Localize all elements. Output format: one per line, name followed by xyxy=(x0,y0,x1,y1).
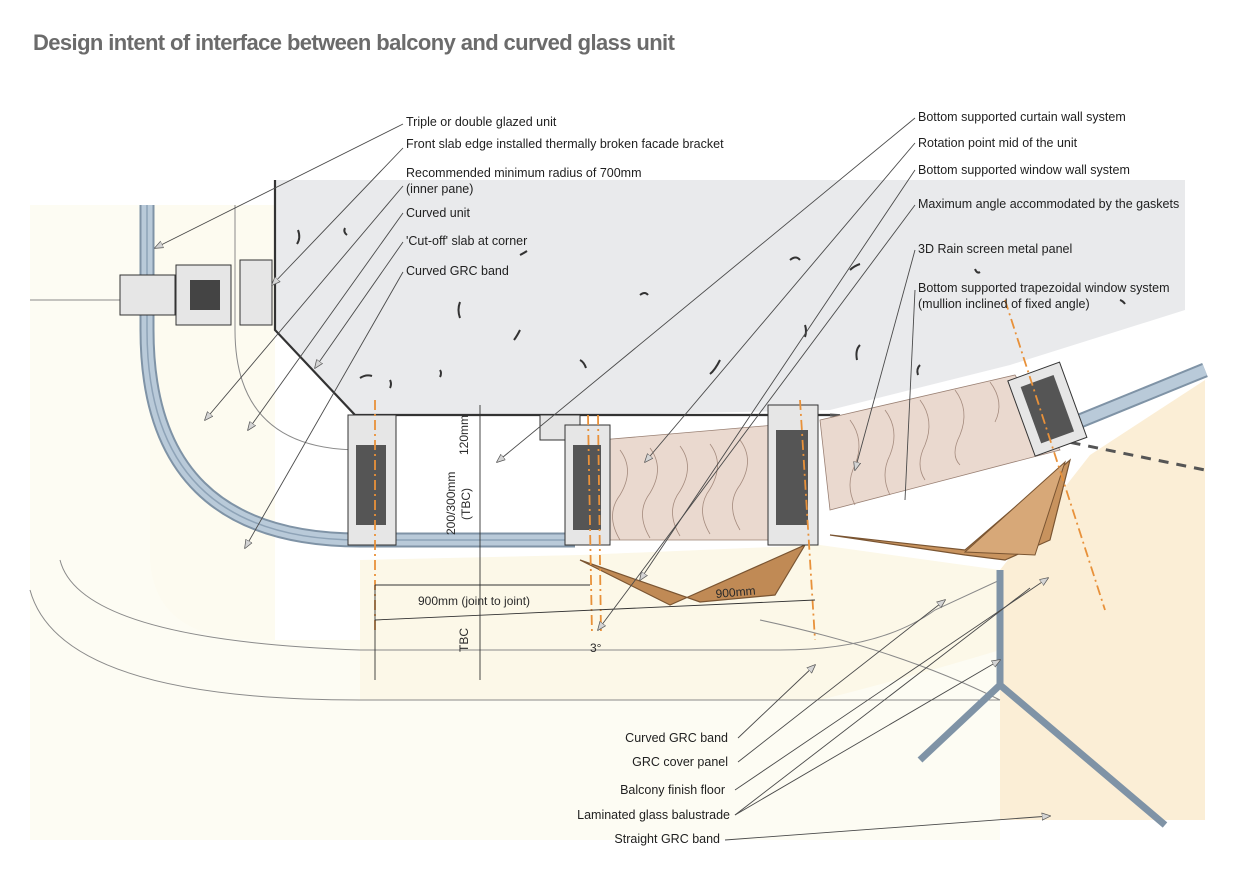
label-max-angle: Maximum angle accommodated by the gasket… xyxy=(918,197,1179,211)
bottom-annotations: Curved GRC band GRC cover panel Balcony … xyxy=(577,731,730,846)
mullion-4 xyxy=(767,404,819,546)
slab-hatching xyxy=(296,227,1126,389)
right-annotations: Bottom supported curtain wall system Rot… xyxy=(918,110,1179,311)
grc-band-lines xyxy=(29,205,1001,701)
label-grc-cover: GRC cover panel xyxy=(632,755,728,769)
curved-glass-unit xyxy=(139,205,575,548)
label-trapezoidal-note: (mullion inclined of fixed angle) xyxy=(918,297,1090,311)
dim-tbc: TBC xyxy=(457,628,471,652)
label-triple-glazed: Triple or double glazed unit xyxy=(406,115,557,129)
dim-joint-to-joint: 900mm (joint to joint) xyxy=(418,594,530,608)
label-min-radius-note: (inner pane) xyxy=(406,182,473,196)
leader-lines xyxy=(155,117,1050,841)
label-cutoff-slab: 'Cut-off' slab at corner xyxy=(406,234,527,248)
dim-3-degrees: 3° xyxy=(590,641,602,655)
right-glass-unit xyxy=(1067,363,1208,432)
mullion-3 xyxy=(539,414,611,546)
dim-900mm: 900mm xyxy=(715,584,756,601)
floor-slab xyxy=(275,180,1185,415)
dimension-labels: 120mm 200/300mm (TBC) 900mm (joint to jo… xyxy=(418,415,756,655)
label-curtain-wall: Bottom supported curtain wall system xyxy=(918,110,1126,124)
mullion-1 xyxy=(119,259,273,326)
label-straight-grc: Straight GRC band xyxy=(614,832,720,846)
label-curved-grc-band-bottom: Curved GRC band xyxy=(625,731,728,745)
dim-120mm: 120mm xyxy=(457,415,471,455)
label-rotation-point: Rotation point mid of the unit xyxy=(918,136,1078,150)
dim-200-300-tbc: (TBC) xyxy=(459,488,473,520)
left-annotations: Triple or double glazed unit Front slab … xyxy=(406,115,724,278)
label-laminated-glass: Laminated glass balustrade xyxy=(577,808,730,822)
mullion-2 xyxy=(347,414,397,546)
label-curved-grc-band: Curved GRC band xyxy=(406,264,509,278)
label-curved-unit: Curved unit xyxy=(406,206,470,220)
label-balcony-floor: Balcony finish floor xyxy=(620,783,725,797)
slab-edge xyxy=(273,180,830,417)
label-front-slab: Front slab edge installed thermally brok… xyxy=(406,137,724,151)
label-min-radius: Recommended minimum radius of 700mm xyxy=(406,166,642,180)
label-trapezoidal: Bottom supported trapezoidal window syst… xyxy=(918,281,1170,295)
dimension-lines xyxy=(374,405,816,680)
mullion-5 xyxy=(1007,361,1088,457)
label-window-wall: Bottom supported window wall system xyxy=(918,163,1130,177)
cover-panels xyxy=(579,458,1072,606)
page-title: Design intent of interface between balco… xyxy=(33,30,675,55)
dim-200-300mm: 200/300mm xyxy=(444,472,458,535)
label-rain-screen: 3D Rain screen metal panel xyxy=(918,242,1072,256)
